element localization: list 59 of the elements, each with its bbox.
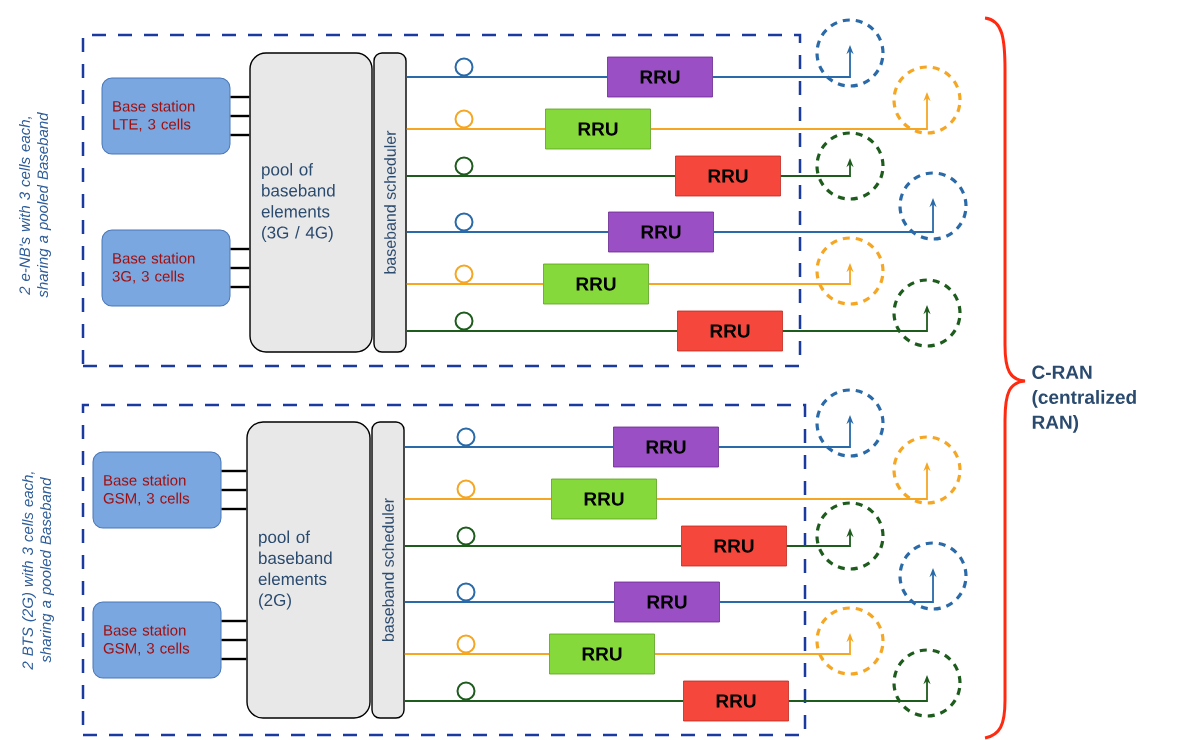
antenna-cell bbox=[815, 388, 885, 458]
rru-box: RRU bbox=[545, 108, 651, 150]
connector bbox=[405, 330, 678, 332]
rru-box: RRU bbox=[608, 211, 714, 253]
connector bbox=[230, 133, 250, 137]
connector bbox=[221, 469, 247, 473]
rru-box: RRU bbox=[683, 680, 789, 722]
connector bbox=[230, 247, 250, 251]
connector bbox=[403, 545, 682, 547]
group-caption: 2 e-NB's with 3 cells each, sharing a pooled Baseband bbox=[19, 112, 51, 298]
connector bbox=[403, 446, 614, 448]
connector bbox=[403, 700, 684, 702]
base-station-box: Base station 3G, 3 cells bbox=[101, 229, 231, 307]
rru-box: RRU bbox=[677, 310, 783, 352]
connector bbox=[405, 231, 609, 233]
connector bbox=[403, 601, 615, 603]
connector bbox=[221, 507, 247, 511]
antenna-cell bbox=[898, 171, 968, 241]
connector bbox=[405, 283, 544, 285]
antenna-cell bbox=[815, 501, 885, 571]
antenna-cell bbox=[898, 541, 968, 611]
connector bbox=[230, 285, 250, 289]
connector bbox=[405, 128, 546, 130]
connector bbox=[221, 619, 247, 623]
antenna-cell bbox=[892, 278, 962, 348]
base-station-box: Base station GSM, 3 cells bbox=[92, 451, 222, 529]
rru-box: RRU bbox=[614, 581, 720, 623]
connector bbox=[230, 114, 250, 118]
connector bbox=[405, 76, 608, 78]
cran-label: C-RAN (centralized RAN) bbox=[1032, 365, 1136, 433]
rru-box: RRU bbox=[543, 263, 649, 305]
base-station-box: Base station GSM, 3 cells bbox=[92, 601, 222, 679]
connector bbox=[403, 498, 552, 500]
rru-box: RRU bbox=[607, 56, 713, 98]
scheduler-bar: baseband scheduler bbox=[373, 52, 407, 353]
group-caption: 2 BTS (2G) with 3 cells each, sharing a pooled Baseband bbox=[22, 472, 54, 670]
antenna-cell bbox=[892, 65, 962, 135]
scheduler-bar: baseband scheduler bbox=[371, 421, 405, 719]
connector bbox=[230, 95, 250, 99]
connector bbox=[405, 175, 676, 177]
rru-box: RRU bbox=[681, 525, 787, 567]
pool-box: pool of baseband elements (3G / 4G) bbox=[249, 52, 373, 353]
connector bbox=[221, 638, 247, 642]
connector bbox=[403, 653, 550, 655]
connector bbox=[221, 657, 247, 661]
connector bbox=[230, 266, 250, 270]
antenna-cell bbox=[892, 435, 962, 505]
pool-box: pool of baseband elements (2G) bbox=[246, 421, 371, 719]
rru-box: RRU bbox=[551, 478, 657, 520]
antenna-cell bbox=[815, 606, 885, 676]
antenna-cell bbox=[815, 236, 885, 306]
antenna-cell bbox=[892, 648, 962, 718]
base-station-box: Base station LTE, 3 cells bbox=[101, 77, 231, 155]
rru-box: RRU bbox=[613, 426, 719, 468]
rru-box: RRU bbox=[675, 155, 781, 197]
connector bbox=[221, 488, 247, 492]
rru-box: RRU bbox=[549, 633, 655, 675]
antenna-cell bbox=[815, 18, 885, 88]
antenna-cell bbox=[815, 131, 885, 201]
